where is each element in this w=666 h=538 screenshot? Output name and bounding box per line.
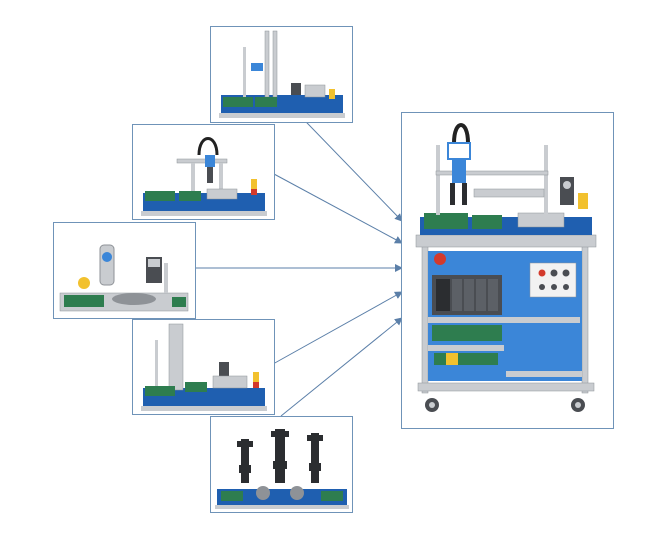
module-press-triplet-illustration: [215, 429, 349, 509]
module-gantry-crossbar[interactable]: [132, 124, 275, 220]
module-rotary-table[interactable]: [53, 222, 196, 319]
main-workstation-cart-illustration: [415, 123, 597, 412]
module-column-store-illustration: [141, 323, 267, 411]
module-gantry-crossbar-illustration: [141, 137, 267, 216]
module-gantry-vertical-illustration: [219, 30, 345, 118]
module-rotary-table-illustration: [59, 244, 189, 312]
arrow-module-2: [273, 173, 403, 244]
module-press-triplet[interactable]: [210, 416, 353, 513]
module-column-store[interactable]: [132, 319, 275, 415]
module-gantry-vertical[interactable]: [210, 26, 353, 123]
main-workstation-cart[interactable]: [401, 112, 614, 429]
arrow-module-5: [280, 317, 403, 417]
arrow-module-4: [272, 291, 403, 365]
